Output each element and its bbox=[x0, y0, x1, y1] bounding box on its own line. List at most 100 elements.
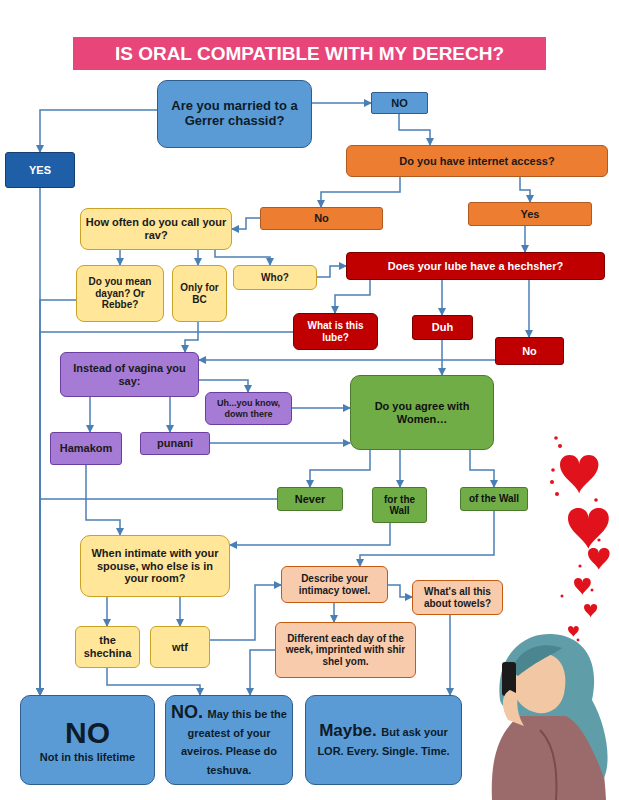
decision-box: Instead of vagina you say: bbox=[60, 352, 199, 397]
node-label: Different each day of the week, imprinte… bbox=[280, 633, 411, 668]
answer-box: wtf bbox=[150, 626, 210, 668]
node-label: Never bbox=[295, 493, 326, 506]
node-label: What is this lube? bbox=[298, 320, 373, 343]
answer-box: Never bbox=[277, 487, 343, 511]
flow-arrow bbox=[89, 397, 91, 432]
node-label: No bbox=[522, 345, 537, 358]
node-label: Maybe. bbox=[319, 721, 377, 740]
flow-arrow bbox=[197, 250, 199, 265]
flow-arrow bbox=[333, 603, 335, 622]
node-label: YES bbox=[29, 164, 51, 177]
node-label: No bbox=[314, 212, 329, 225]
flow-arrow bbox=[185, 322, 198, 352]
answer-box: Different each day of the week, imprinte… bbox=[275, 622, 416, 678]
answer-box: the shechina bbox=[75, 626, 140, 668]
node-label: Yes bbox=[521, 208, 540, 221]
decision-box: Does your lube have a hechsher? bbox=[346, 252, 605, 280]
node-label: When intimate with your spouse, who else… bbox=[85, 547, 225, 585]
flow-arrow bbox=[399, 450, 401, 487]
flow-arrow bbox=[528, 280, 530, 337]
node-label: Who? bbox=[261, 272, 289, 284]
node-label: What's all this about towels? bbox=[417, 586, 498, 609]
text-line: NO. May this be the greatest of your ave… bbox=[170, 702, 288, 778]
flow-arrow bbox=[399, 114, 430, 145]
answer-box: NO bbox=[371, 92, 428, 114]
node-label: Does your lube have a hechsher? bbox=[388, 260, 563, 273]
answer-box: Who? bbox=[233, 265, 317, 290]
flow-arrow bbox=[106, 597, 108, 626]
answer-box: of the Wall bbox=[460, 487, 528, 511]
answer-box: Uh...you know, down there bbox=[205, 392, 292, 425]
flow-arrow bbox=[86, 465, 120, 535]
node-label: Are you married to a Gerrer chassid? bbox=[162, 99, 307, 129]
answer-box: No bbox=[260, 207, 383, 230]
node-label: the shechina bbox=[80, 634, 135, 659]
decision-box: When intimate with your spouse, who else… bbox=[80, 535, 230, 597]
node-label: wtf bbox=[172, 641, 188, 654]
flow-arrow bbox=[215, 250, 270, 265]
answer-box: What's all this about towels? bbox=[412, 580, 503, 615]
node-label: Do you mean dayan? Or Rebbe? bbox=[81, 276, 159, 311]
flow-arrow bbox=[169, 397, 171, 432]
flow-arrow bbox=[232, 218, 260, 229]
flow-arrow bbox=[250, 650, 275, 695]
flow-arrow bbox=[230, 523, 390, 545]
node-note: Not in this lifetime bbox=[40, 751, 135, 764]
flow-arrow bbox=[179, 597, 181, 626]
flow-arrow bbox=[335, 280, 370, 313]
decision-box: Describe your intimacy towel. bbox=[281, 566, 388, 603]
node-label: of the Wall bbox=[469, 493, 519, 505]
answer-box: What is this lube? bbox=[293, 313, 378, 350]
node-label: Instead of vagina you say: bbox=[65, 362, 194, 387]
node-label: punani bbox=[157, 437, 193, 450]
node-label: Duh bbox=[432, 321, 453, 334]
node-label: for the Wall bbox=[377, 494, 422, 517]
flow-arrow bbox=[40, 499, 277, 695]
node-label: Do you agree with Women… bbox=[355, 400, 489, 425]
title-text: IS ORAL COMPATIBLE WITH MY DERECH? bbox=[115, 43, 504, 65]
flow-arrow bbox=[40, 110, 157, 152]
flow-arrow bbox=[441, 340, 443, 375]
answer-box: Duh bbox=[412, 315, 473, 340]
flow-arrow bbox=[441, 280, 443, 315]
node-label: NO. bbox=[171, 702, 203, 722]
decision-box: How often do you call your rav? bbox=[80, 208, 232, 250]
text-line: Maybe. But ask your LOR. Every. Single. … bbox=[310, 721, 457, 759]
flow-arrow bbox=[292, 407, 350, 409]
flow-arrow bbox=[524, 226, 526, 252]
flow-arrow bbox=[119, 250, 121, 265]
title-band: IS ORAL COMPATIBLE WITH MY DERECH? bbox=[73, 37, 546, 70]
answer-box: Only for BC bbox=[172, 265, 227, 322]
node-label: Hamakom bbox=[60, 442, 113, 455]
answer-box: punani bbox=[140, 432, 210, 455]
flow-arrow bbox=[199, 359, 495, 361]
flow-arrow bbox=[449, 615, 451, 695]
answer-box: Hamakom bbox=[50, 432, 122, 465]
node-label: Only for BC bbox=[177, 282, 222, 305]
node-label: How often do you call your rav? bbox=[85, 216, 227, 241]
node-label: Do you have internet access? bbox=[399, 155, 554, 168]
result-box: Maybe. But ask your LOR. Every. Single. … bbox=[305, 695, 462, 785]
flow-arrow bbox=[40, 332, 293, 695]
node-label: NO bbox=[65, 716, 110, 751]
node-label: Uh...you know, down there bbox=[210, 398, 287, 419]
flow-arrow bbox=[107, 668, 200, 695]
result-box: NO. May this be the greatest of your ave… bbox=[165, 695, 293, 785]
decision-box: Are you married to a Gerrer chassid? bbox=[157, 80, 312, 148]
hearts bbox=[550, 436, 610, 641]
flow-arrow bbox=[321, 177, 400, 207]
answer-box: Yes bbox=[468, 202, 592, 226]
result-box: NONot in this lifetime bbox=[20, 695, 155, 785]
flow-arrow bbox=[312, 102, 371, 104]
answer-box: for the Wall bbox=[372, 487, 427, 523]
flow-arrow bbox=[317, 266, 346, 277]
flow-arrow bbox=[310, 450, 370, 487]
woman-figure bbox=[492, 634, 608, 800]
flow-arrow bbox=[388, 585, 412, 597]
decision-box: Do you agree with Women… bbox=[350, 375, 494, 450]
flow-arrow bbox=[199, 380, 248, 392]
node-label: Describe your intimacy towel. bbox=[286, 573, 383, 596]
flow-arrow bbox=[470, 450, 494, 487]
node-label: NO bbox=[391, 97, 408, 110]
